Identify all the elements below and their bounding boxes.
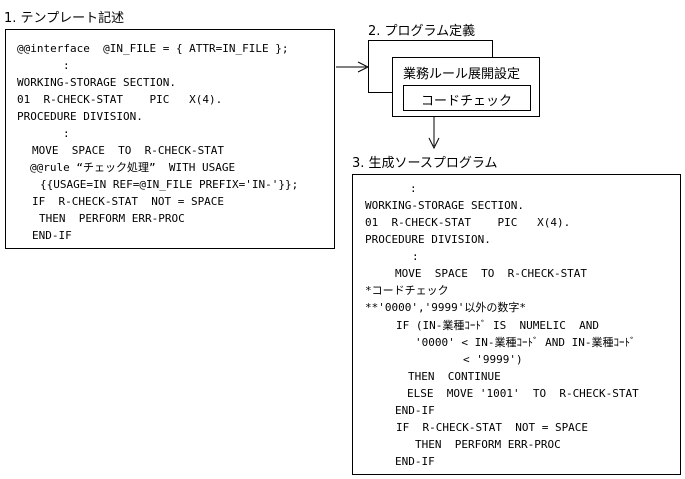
generated-line: 01 R-CHECK-STAT PIC X(4). (365, 216, 571, 229)
generated-title: 3. 生成ソースプログラム (352, 156, 498, 171)
generated-line: *コードチェック (365, 284, 449, 297)
template-line: MOVE SPACE TO R-CHECK-STAT (32, 144, 225, 157)
generated-line: : (412, 250, 419, 263)
template-line: : (63, 127, 70, 140)
generated-line: WORKING-STORAGE SECTION. (365, 199, 524, 212)
generated-line: IF R-CHECK-STAT NOT = SPACE (396, 421, 589, 434)
template-line: PROCEDURE DIVISION. (17, 110, 143, 123)
generated-line: THEN CONTINUE (408, 370, 501, 383)
template-line: @@rule “チェック処理” WITH USAGE (30, 161, 236, 174)
template-line: 01 R-CHECK-STAT PIC X(4). (17, 93, 223, 106)
generated-line: **'0000','9999'以外の数字* (365, 301, 526, 314)
template-line: IF R-CHECK-STAT NOT = SPACE (32, 195, 225, 208)
generated-line: < '9999') (463, 353, 523, 366)
generated-box: : WORKING-STORAGE SECTION. 01 R-CHECK-ST… (352, 174, 681, 475)
rule-settings-label: 業務ルール展開設定 (403, 67, 521, 82)
template-line: @@interface @IN_FILE = { ATTR=IN_FILE }; (17, 42, 289, 55)
template-line: THEN PERFORM ERR-PROC (39, 212, 185, 225)
code-check-box: コードチェック (403, 85, 531, 111)
template-line: : (63, 59, 70, 72)
template-line: {{USAGE=IN REF=@IN_FILE PREFIX='IN-'}}; (40, 178, 299, 191)
generated-line: ELSE MOVE '1001' TO R-CHECK-STAT (407, 387, 639, 400)
template-title: 1. テンプレート記述 (4, 11, 125, 26)
template-line: END-IF (32, 229, 72, 242)
program-to-generated-arrowhead (428, 137, 440, 150)
program-title: 2. プログラム定義 (368, 24, 476, 39)
code-check-label: コードチェック (421, 94, 513, 109)
program-front-box: 業務ルール展開設定 コードチェック (392, 57, 540, 117)
generated-line: : (410, 182, 417, 195)
generated-line: '0000' < IN-業種ｺｰﾄﾞ AND IN-業種ｺｰﾄﾞ (415, 336, 636, 349)
template-box: @@interface @IN_FILE = { ATTR=IN_FILE };… (5, 29, 335, 249)
generated-line: IF (IN-業種ｺｰﾄﾞ IS NUMELIC AND (396, 319, 599, 332)
generated-line: END-IF (395, 404, 435, 417)
generated-line: MOVE SPACE TO R-CHECK-STAT (395, 267, 588, 280)
generated-line: THEN PERFORM ERR-PROC (415, 438, 561, 451)
template-line: WORKING-STORAGE SECTION. (17, 76, 176, 89)
generated-line: PROCEDURE DIVISION. (365, 233, 491, 246)
generated-line: END-IF (395, 455, 435, 468)
